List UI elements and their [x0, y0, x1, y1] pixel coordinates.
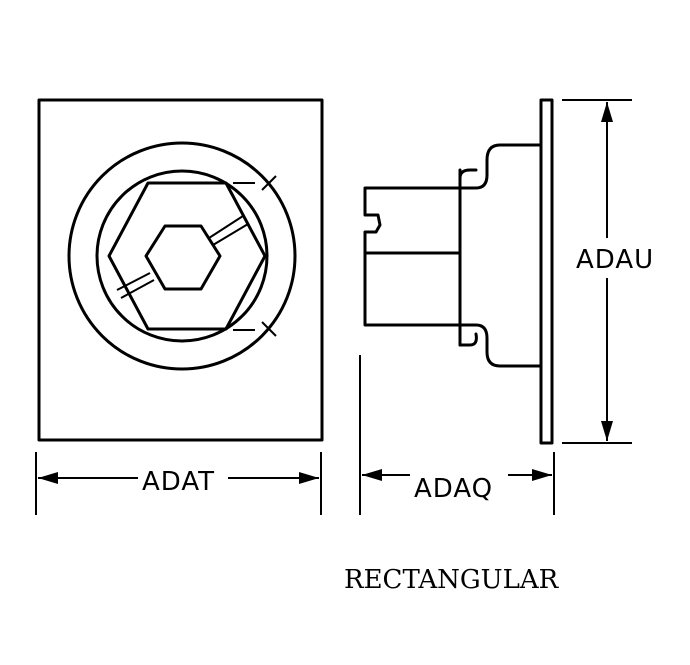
dimension-adau: ADAU — [562, 99, 654, 444]
inner-hexagon — [144, 224, 222, 291]
side-lug-bottom — [458, 332, 478, 347]
side-plate — [539, 98, 554, 445]
label-adaq: ADAQ — [414, 474, 493, 504]
spokes — [116, 182, 255, 331]
inner-ring — [95, 169, 269, 343]
side-view — [363, 98, 554, 445]
ring-gap-bottom — [261, 321, 277, 337]
front-plate — [37, 98, 324, 442]
outer-hexagon — [107, 181, 267, 331]
label-adat: ADAT — [142, 467, 215, 497]
caption-rectangular: RECTANGULAR — [344, 565, 560, 595]
dimension-adat: ADAT — [35, 452, 322, 515]
dimension-adaq: ADAQ — [359, 355, 555, 515]
ring-gap-top — [261, 175, 277, 191]
outer-ring — [67, 141, 297, 371]
front-view — [37, 98, 324, 442]
label-adau: ADAU — [576, 245, 654, 275]
side-body — [363, 143, 543, 368]
